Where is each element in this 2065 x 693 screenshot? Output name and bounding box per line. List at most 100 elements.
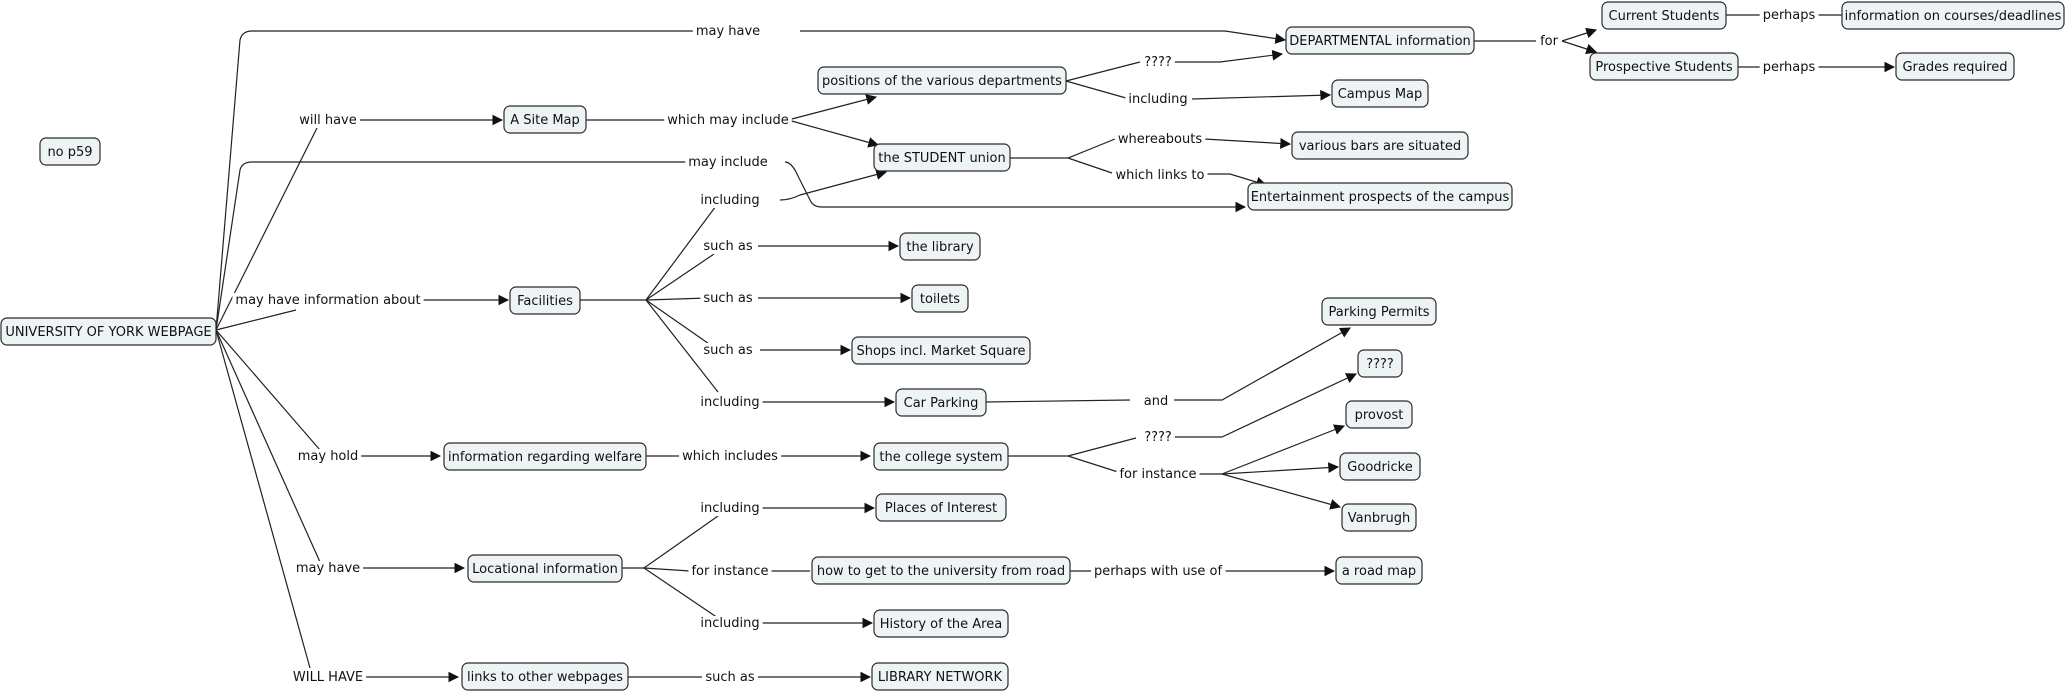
node-label: Parking Permits — [1329, 305, 1430, 320]
node-label: provost — [1355, 408, 1404, 423]
link-label: including — [700, 616, 759, 631]
node-label: A Site Map — [510, 113, 580, 128]
edge — [1561, 40, 1598, 55]
node-toilets[interactable]: toilets — [911, 284, 969, 313]
label-backing — [1537, 34, 1562, 49]
node-bars[interactable]: various bars are situated — [1291, 131, 1469, 160]
edge — [1204, 173, 1268, 188]
edge — [1174, 49, 1284, 63]
node-label: the college system — [879, 450, 1002, 465]
node-label: no p59 — [47, 145, 92, 160]
node-label: Goodricke — [1347, 460, 1412, 475]
node-label: a road map — [1342, 564, 1416, 579]
node-label: the library — [906, 240, 974, 255]
link-label: whereabouts — [1118, 132, 1202, 147]
edge — [643, 567, 691, 572]
node-label: Current Students — [1609, 9, 1720, 24]
node-departmental[interactable]: DEPARTMENTAL information — [1285, 26, 1475, 55]
node-label: Locational information — [472, 562, 618, 577]
edge — [645, 297, 709, 301]
link-label: perhaps with use of — [1094, 564, 1223, 579]
node-label: Grades required — [1902, 60, 2007, 75]
link-label: for instance — [1119, 467, 1196, 482]
label-backing — [700, 239, 756, 254]
node-college-system[interactable]: the college system — [873, 442, 1009, 471]
link-label: which links to — [1116, 168, 1205, 183]
node-site-map[interactable]: A Site Map — [503, 105, 587, 134]
node-label: information on courses/deadlines — [1845, 9, 2062, 24]
node-current-students[interactable]: Current Students — [1601, 1, 1727, 30]
node-parking-permits[interactable]: Parking Permits — [1321, 297, 1437, 326]
node-locational[interactable]: Locational information — [467, 554, 623, 583]
node-label: the STUDENT union — [878, 151, 1005, 166]
edge — [645, 299, 719, 393]
node-campus-map[interactable]: Campus Map — [1331, 79, 1429, 108]
label-backing — [1116, 467, 1200, 482]
node-label: Campus Map — [1338, 87, 1423, 102]
label-backing — [1141, 55, 1175, 70]
label-backing — [697, 193, 763, 208]
link-label: such as — [703, 291, 752, 306]
link-label: including — [700, 193, 759, 208]
node-shops[interactable]: Shops incl. Market Square — [851, 336, 1031, 365]
edge — [643, 515, 719, 569]
node-label: toilets — [920, 292, 960, 307]
link-label: for — [1540, 34, 1559, 49]
node-label: Prospective Students — [1595, 60, 1733, 75]
link-label: may have — [296, 561, 360, 576]
node-library-network[interactable]: LIBRARY NETWORK — [871, 662, 1009, 691]
node-car-parking[interactable]: Car Parking — [895, 388, 987, 417]
label-backing — [1125, 92, 1191, 107]
node-links-webpages[interactable]: links to other webpages — [461, 662, 629, 691]
link-label: which may include — [667, 113, 789, 128]
node-facilities[interactable]: Facilities — [509, 286, 581, 315]
node-label: LIBRARY NETWORK — [878, 670, 1003, 685]
link-label: perhaps — [1763, 8, 1816, 23]
edge — [787, 119, 880, 148]
label-backing — [692, 24, 764, 39]
node-history[interactable]: History of the Area — [873, 609, 1009, 638]
label-backing — [1114, 132, 1206, 147]
link-label: and — [1144, 394, 1168, 409]
link-label: such as — [703, 239, 752, 254]
edge — [779, 169, 888, 201]
label-backing — [664, 113, 792, 128]
node-welfare[interactable]: information regarding welfare — [443, 442, 647, 471]
label-backing — [289, 670, 367, 685]
node-prospective-students[interactable]: Prospective Students — [1589, 52, 1739, 81]
node-student-union[interactable]: the STUDENT union — [873, 143, 1011, 172]
node-courses-info[interactable]: information on courses/deadlines — [1841, 1, 2065, 30]
label-backing — [685, 155, 771, 170]
label-backing — [1140, 394, 1172, 409]
node-how-to-get[interactable]: how to get to the university from road — [811, 556, 1071, 585]
label-backing — [232, 293, 424, 308]
node-root[interactable]: UNIVERSITY OF YORK WEBPAGE — [0, 317, 217, 346]
node-provost[interactable]: provost — [1345, 400, 1413, 429]
node-label: links to other webpages — [467, 670, 623, 685]
link-label: including — [700, 501, 759, 516]
label-backing — [292, 561, 364, 576]
node-entertainment[interactable]: Entertainment prospects of the campus — [1247, 182, 1513, 211]
edge — [784, 161, 1247, 213]
node-positions[interactable]: positions of the various departments — [817, 66, 1067, 95]
node-unknown-parking[interactable]: ???? — [1357, 349, 1403, 378]
link-label: may hold — [298, 449, 359, 464]
label-backing — [1759, 60, 1819, 75]
node-vanbrugh[interactable]: Vanbrugh — [1341, 503, 1417, 532]
node-grades[interactable]: Grades required — [1895, 52, 2015, 81]
link-label: WILL HAVE — [293, 670, 363, 685]
node-label: information regarding welfare — [448, 450, 642, 465]
edge — [1174, 373, 1357, 438]
label-backing — [700, 343, 756, 358]
node-label: History of the Area — [880, 617, 1002, 632]
node-label: how to get to the university from road — [817, 564, 1065, 579]
edge — [1008, 437, 1137, 457]
node-goodricke[interactable]: Goodricke — [1339, 452, 1421, 481]
link-label: such as — [705, 670, 754, 685]
node-places-of-interest[interactable]: Places of Interest — [875, 493, 1007, 522]
node-library[interactable]: the library — [899, 232, 981, 261]
node-no-p59[interactable]: no p59 — [39, 137, 101, 166]
node-label: DEPARTMENTAL information — [1289, 34, 1471, 49]
node-road-map[interactable]: a road map — [1335, 556, 1423, 585]
